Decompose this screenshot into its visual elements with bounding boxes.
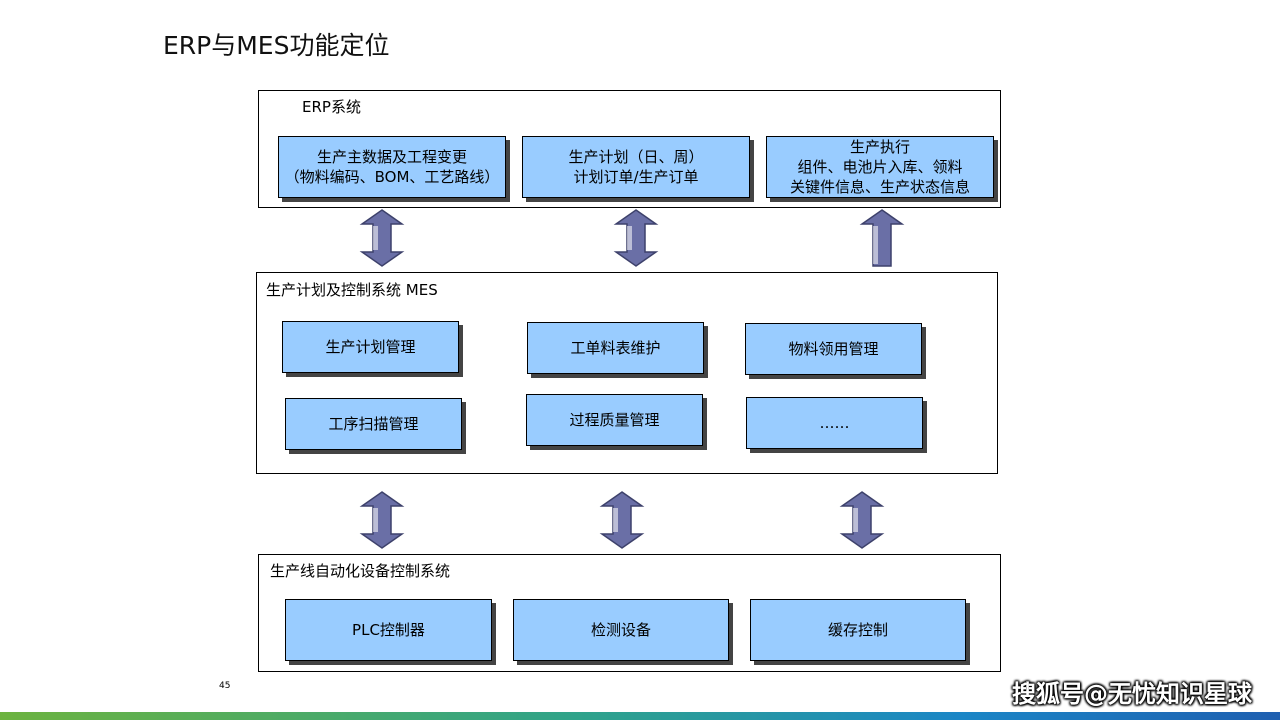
- erp-production-execution-box: 生产执行 组件、电池片入库、领料 关键件信息、生产状态信息: [766, 136, 994, 198]
- line-plc-box: PLC控制器: [285, 599, 492, 661]
- erp-production-execution-line2: 组件、电池片入库、领料: [797, 158, 963, 176]
- erp-production-plan-box: 生产计划（日、周） 计划订单/生产订单: [522, 136, 750, 198]
- mes-process-scan-box: 工序扫描管理: [285, 398, 462, 450]
- line-buffer-box: 缓存控制: [750, 599, 966, 661]
- double-arrow-icon: [613, 209, 659, 267]
- mes-production-plan-management-box: 生产计划管理: [282, 321, 459, 373]
- erp-production-plan-line2: 计划订单/生产订单: [573, 168, 699, 186]
- erp-production-plan-line1: 生产计划（日、周）: [568, 148, 704, 166]
- erp-master-data-line1: 生产主数据及工程变更: [316, 148, 467, 166]
- mes-more-box: ……: [746, 397, 923, 449]
- footer-gradient-bar: [0, 712, 1280, 720]
- mes-work-order-material-box: 工单料表维护: [527, 322, 704, 374]
- double-arrow-icon: [839, 491, 885, 549]
- erp-production-execution-line1: 生产执行: [849, 138, 910, 156]
- line-inspection-box: 检测设备: [513, 599, 729, 661]
- erp-production-execution-line3: 关键件信息、生产状态信息: [789, 178, 970, 196]
- mes-process-quality-box: 过程质量管理: [526, 394, 703, 446]
- double-arrow-icon: [359, 209, 405, 267]
- double-arrow-icon: [599, 491, 645, 549]
- erp-master-data-line2: （物料编码、BOM、工艺路线）: [284, 168, 500, 186]
- erp-panel-label: ERP系统: [302, 98, 361, 116]
- up-arrow-icon: [859, 209, 905, 267]
- double-arrow-icon: [359, 491, 405, 549]
- page-number: 45: [219, 681, 231, 691]
- watermark: 搜狐号@无忧知识星球: [1012, 680, 1252, 708]
- mes-panel-label: 生产计划及控制系统 MES: [266, 281, 438, 299]
- erp-master-data-box: 生产主数据及工程变更 （物料编码、BOM、工艺路线）: [278, 136, 506, 198]
- mes-material-requisition-box: 物料领用管理: [745, 323, 922, 375]
- page-title: ERP与MES功能定位: [163, 31, 390, 60]
- line-panel-label: 生产线自动化设备控制系统: [270, 562, 451, 580]
